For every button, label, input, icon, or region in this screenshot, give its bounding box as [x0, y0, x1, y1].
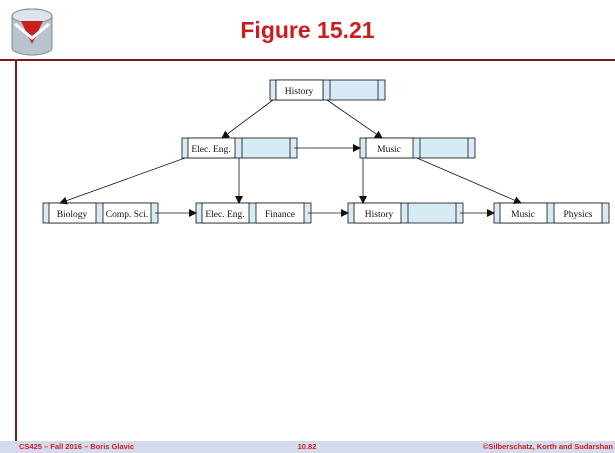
- root-to-internal-2-arrow: [326, 99, 383, 139]
- footer-bar: [0, 441, 615, 453]
- footer-copyright: ©Silberschatz, Korth and Sudarshan: [482, 442, 613, 451]
- root-key: History: [285, 87, 314, 97]
- internal-1-to-leaf-1-arrow: [59, 157, 186, 205]
- leaf-2-key-2: Finance: [265, 210, 295, 220]
- root-to-internal-1-arrow: [221, 99, 274, 139]
- leaf-node-2: Elec. Eng. Finance: [195, 202, 312, 224]
- internal-2-to-leaf-4-arrow: [416, 157, 522, 204]
- footer-page-number: 10.82: [297, 442, 317, 451]
- internal-node-1-key: Elec. Eng.: [191, 145, 230, 155]
- database-cylinder-icon: [11, 8, 53, 56]
- internal-node-1: Elec. Eng.: [181, 137, 298, 159]
- leaf-node-1: Biology Comp. Sci.: [42, 202, 159, 224]
- footer-course: CS425 – Fall 2016 – Boris Glavic: [19, 442, 135, 451]
- leaf-4-key-1: Music: [511, 210, 535, 220]
- leaf-2-key-1: Elec. Eng.: [205, 210, 244, 220]
- slide-title: Figure 15.21: [240, 17, 375, 43]
- leaf-3-key-1: History: [365, 210, 394, 220]
- internal-node-2-key: Music: [377, 145, 401, 155]
- left-rule: [15, 60, 17, 441]
- header-rule: [0, 59, 615, 61]
- leaf-4-key-2: Physics: [563, 210, 592, 220]
- leaf-node-3: History: [347, 202, 464, 224]
- root-node: History: [269, 79, 386, 101]
- leaf-1-key-2: Comp. Sci.: [106, 210, 149, 220]
- internal-node-2: Music: [359, 137, 476, 159]
- leaf-1-key-1: Biology: [57, 210, 88, 220]
- leaf-node-4: Music Physics: [493, 202, 610, 224]
